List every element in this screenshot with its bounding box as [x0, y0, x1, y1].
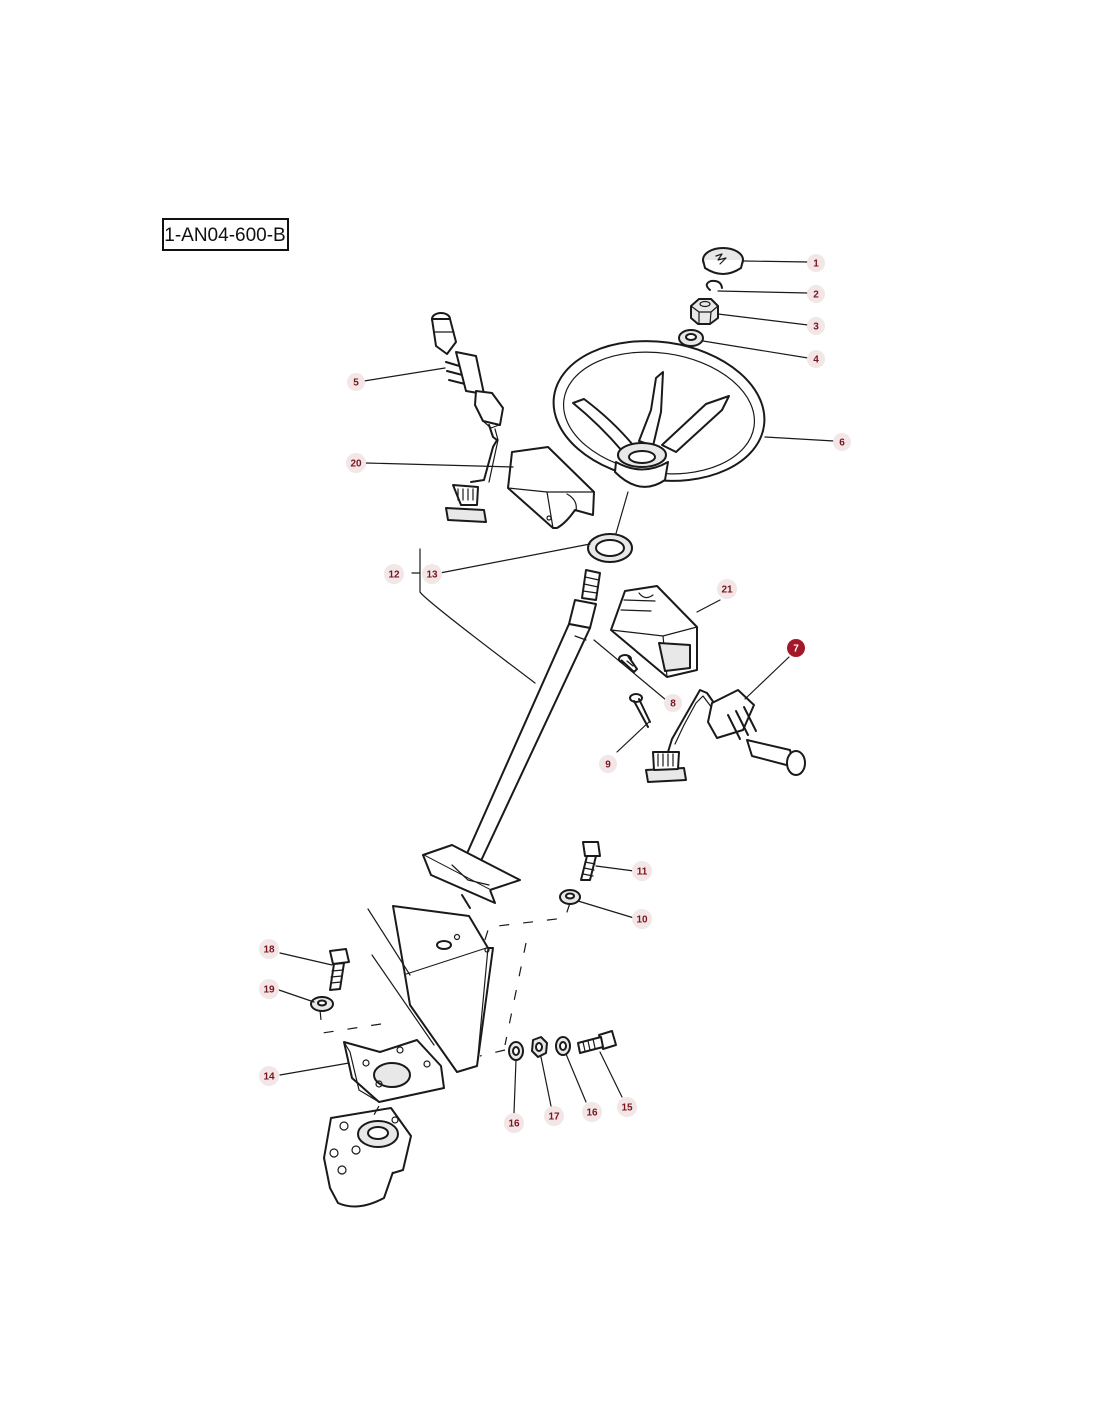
- callout-label: 7: [793, 644, 799, 655]
- callout-label: 17: [548, 1112, 560, 1123]
- callout-7[interactable]: 7: [787, 639, 805, 657]
- callout-6[interactable]: 6: [833, 433, 851, 451]
- circlip: [705, 279, 723, 291]
- callout-13[interactable]: 13: [422, 564, 442, 584]
- callout-label: 4: [813, 355, 819, 366]
- callout-2[interactable]: 2: [807, 285, 825, 303]
- callout-20[interactable]: 20: [346, 453, 366, 473]
- diagram-code-box: 1-AN04-600-B: [162, 218, 289, 251]
- callout-label: 15: [621, 1103, 633, 1114]
- callout-label: 13: [426, 570, 438, 581]
- callout-label: 14: [263, 1072, 275, 1083]
- bolt-11: [580, 841, 601, 881]
- callout-label: 8: [670, 699, 676, 710]
- callout-label: 18: [263, 945, 275, 956]
- callout-label: 6: [839, 438, 845, 449]
- rivet: [629, 693, 651, 728]
- callout-label: 21: [721, 585, 733, 596]
- column-seal: [587, 533, 633, 563]
- callout-label: 10: [636, 915, 648, 926]
- diagram-code: 1-AN04-600-B: [164, 225, 285, 246]
- callout-12[interactable]: 12: [384, 564, 404, 584]
- callout-11[interactable]: 11: [632, 861, 652, 881]
- right-shroud: [610, 585, 698, 678]
- left-shroud: [507, 446, 595, 529]
- washer-16-right: [555, 1036, 571, 1056]
- steering-wheel: [552, 340, 766, 488]
- washer-10: [559, 889, 581, 905]
- callout-label: 12: [388, 570, 400, 581]
- horn-cap: [702, 247, 744, 275]
- bolt-15: [577, 1030, 617, 1054]
- callout-label: 5: [353, 378, 359, 389]
- callout-18[interactable]: 18: [259, 939, 279, 959]
- steering-column: [422, 569, 601, 909]
- callout-label: 2: [813, 290, 819, 301]
- axis-line: [614, 491, 629, 538]
- callout-5[interactable]: 5: [347, 373, 365, 391]
- callout-8[interactable]: 8: [664, 694, 682, 712]
- callout-16-right[interactable]: 16: [582, 1102, 602, 1122]
- steering-unit: [323, 1107, 412, 1208]
- right-switch: [645, 689, 806, 783]
- leader-lines: [278, 260, 835, 1114]
- callout-label: 20: [350, 459, 362, 470]
- nut-17: [531, 1036, 548, 1058]
- callout-label: 16: [586, 1108, 598, 1119]
- callout-21[interactable]: 21: [717, 579, 737, 599]
- callout-1[interactable]: 1: [807, 254, 825, 272]
- callout-10[interactable]: 10: [632, 909, 652, 929]
- callout-label: 16: [508, 1119, 520, 1130]
- callout-label: 9: [605, 760, 611, 771]
- column-bracket: [367, 905, 494, 1073]
- callout-label: 19: [263, 985, 275, 996]
- mounting-plate: [343, 1039, 445, 1103]
- callout-label: 3: [813, 322, 819, 333]
- callout-14[interactable]: 14: [259, 1066, 279, 1086]
- callout-3[interactable]: 3: [807, 317, 825, 335]
- washer: [678, 329, 704, 347]
- callout-15[interactable]: 15: [617, 1097, 637, 1117]
- washer-19: [310, 996, 334, 1012]
- callout-9[interactable]: 9: [599, 755, 617, 773]
- callout-label: 1: [813, 259, 819, 270]
- screw: [618, 654, 638, 673]
- bolt-18: [329, 948, 350, 991]
- callout-17[interactable]: 17: [544, 1106, 564, 1126]
- callout-16-left[interactable]: 16: [504, 1113, 524, 1133]
- nut: [690, 298, 719, 325]
- assembly-dash-lines: [315, 902, 571, 1123]
- callout-4[interactable]: 4: [807, 350, 825, 368]
- left-switch: [431, 312, 504, 523]
- callout-label: 11: [637, 867, 648, 878]
- washer-16-left: [508, 1041, 524, 1061]
- callout-19[interactable]: 19: [259, 979, 279, 999]
